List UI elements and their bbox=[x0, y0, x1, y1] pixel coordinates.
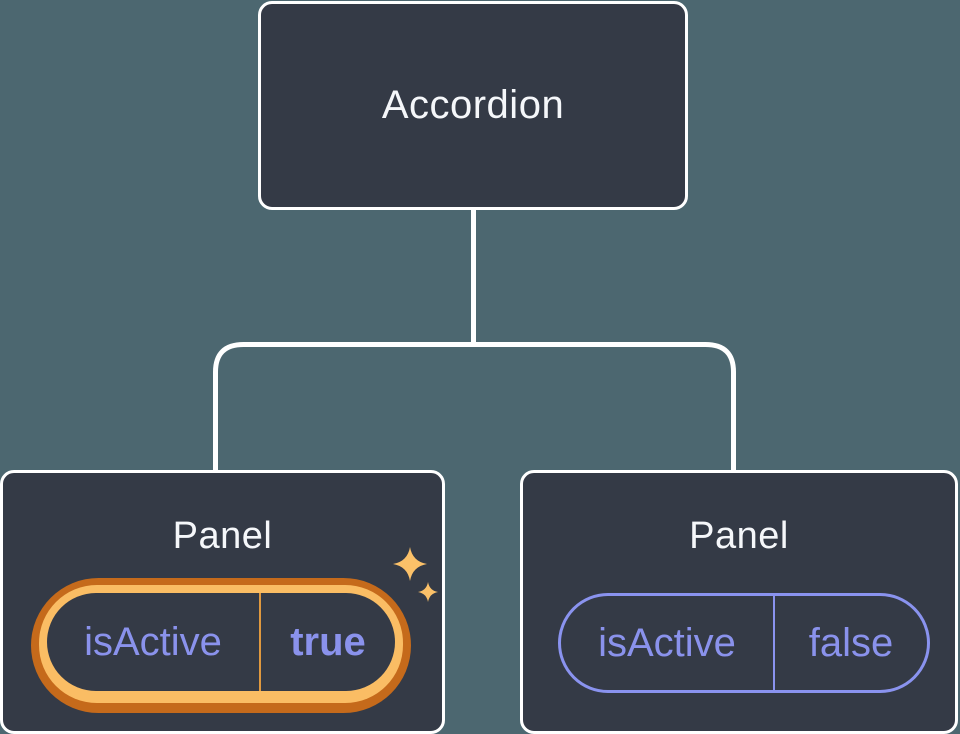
connector-branch bbox=[213, 342, 736, 471]
pill-divider bbox=[259, 593, 261, 691]
prop-value-label: true bbox=[290, 619, 366, 664]
state-pill-active: isActive true bbox=[47, 593, 395, 691]
state-pill-active-ring: isActive true bbox=[39, 585, 403, 703]
panel-inactive-title: Panel bbox=[689, 515, 789, 557]
sparkles-icon bbox=[393, 547, 438, 602]
panel-node-inactive: Panel isActive false bbox=[520, 470, 958, 734]
panel-active-title: Panel bbox=[172, 515, 273, 557]
panel-node-active: Panel isActive true bbox=[0, 470, 445, 734]
prop-name-label: isActive bbox=[598, 620, 736, 665]
state-pill-inactive: isActive false bbox=[558, 593, 930, 693]
accordion-node: Accordion bbox=[258, 1, 688, 210]
pill-divider bbox=[773, 596, 775, 690]
prop-name-label: isActive bbox=[84, 619, 222, 664]
accordion-node-label: Accordion bbox=[381, 83, 565, 127]
state-pill-active-glow: isActive true bbox=[31, 578, 411, 713]
prop-value-label: false bbox=[808, 620, 894, 665]
